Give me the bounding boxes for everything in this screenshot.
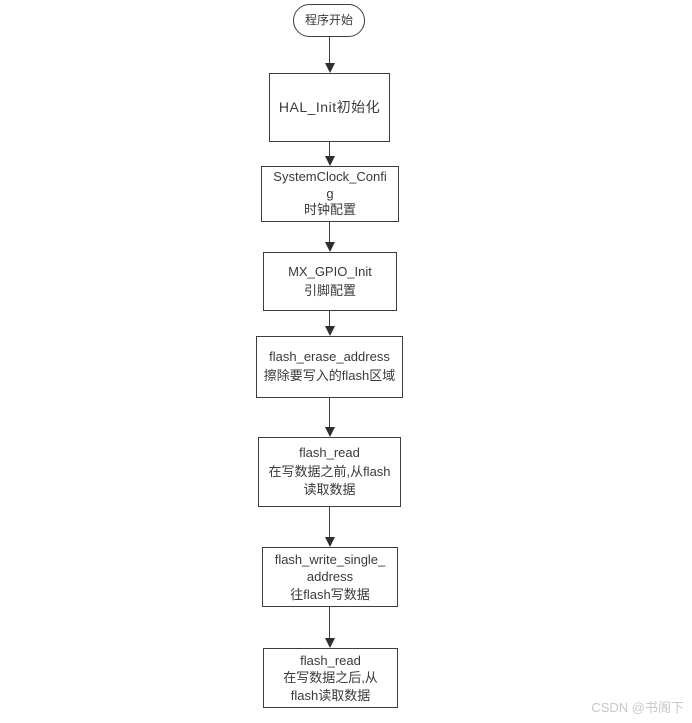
node-label: flash_write_single_ [274,551,386,567]
arrow-connector [324,507,335,547]
node-label: 擦除要写入的flash区域 [263,368,396,383]
arrow-connector [324,311,335,336]
arrowhead-down-icon [324,537,335,547]
node-label: flash_read [300,652,361,668]
arrowhead-down-icon [324,326,335,336]
node-label: address [306,569,354,585]
arrowhead-down-icon [324,156,335,166]
node-label: 程序开始 [304,12,353,27]
arrowhead-down-icon [324,638,335,648]
flowchart-node-start: 程序开始 [293,4,365,37]
flowchart-node-mx-gpio-init: MX_GPIO_Init 引脚配置 [263,252,397,311]
flowchart-node-flash-read-after: flash_read 在写数据之后,从 flash读取数据 [263,648,398,708]
node-label: MX_GPIO_Init [288,263,372,279]
node-label: HAL_Init初始化 [278,99,381,116]
arrowhead-down-icon [324,427,335,437]
flowchart-node-flash-read-before: flash_read 在写数据之前,从flash 读取数据 [258,437,401,507]
node-label: flash读取数据 [290,687,371,703]
arrowhead-down-icon [324,242,335,252]
arrow-line [328,311,331,326]
arrow-line [328,142,331,156]
node-label: 在写数据之后,从 [283,670,378,686]
arrow-line [328,37,331,63]
flowchart-node-system-clock-config: SystemClock_Confi g 时钟配置 [261,166,399,222]
node-label: 读取数据 [303,482,356,498]
watermark: CSDN @书阁下 [591,700,684,715]
node-label: 在写数据之前,从flash [268,463,391,479]
arrow-line [328,222,331,242]
node-label: flash_read [299,444,360,460]
arrow-connector [324,142,335,166]
node-label: flash_erase_address [269,349,390,365]
arrow-line [328,507,331,537]
arrowhead-down-icon [324,63,335,73]
arrow-line [328,607,331,638]
node-label: 往flash写数据 [290,586,370,602]
arrow-connector [324,398,335,437]
node-label: 时钟配置 [303,202,356,218]
arrow-connector [324,37,335,73]
flowchart-node-flash-write-single-address: flash_write_single_ address 往flash写数据 [262,547,398,607]
node-label: SystemClock_Confi [273,168,387,184]
arrow-connector [324,222,335,252]
node-label: 引脚配置 [303,282,356,298]
flowchart-node-hal-init: HAL_Init初始化 [269,73,390,142]
arrow-connector [324,607,335,648]
arrow-line [328,398,331,427]
flowchart-node-flash-erase-address: flash_erase_address 擦除要写入的flash区域 [256,336,403,398]
node-label: g [326,185,334,201]
